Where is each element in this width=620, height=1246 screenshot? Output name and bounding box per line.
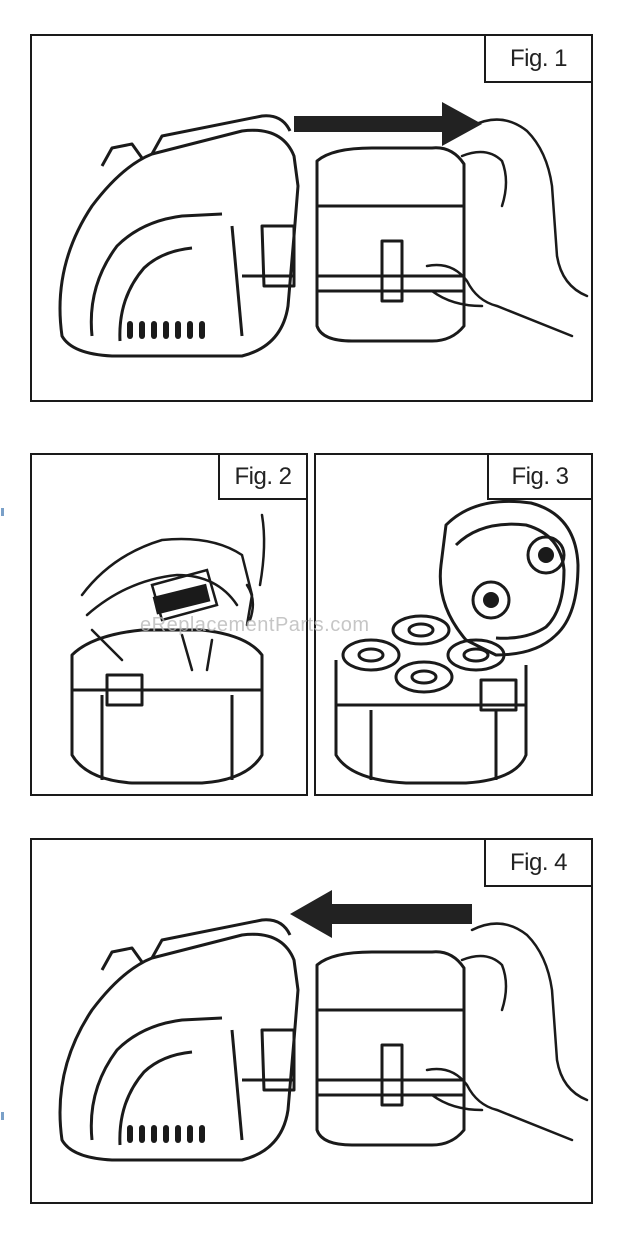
- figure-4-label: Fig. 4: [484, 840, 591, 887]
- figure-1-label: Fig. 1: [484, 36, 591, 83]
- arrow-right-icon: [294, 102, 482, 146]
- arrow-left-icon: [290, 890, 472, 938]
- figure-2-label: Fig. 2: [218, 455, 306, 500]
- edge-mark: [1, 1112, 4, 1120]
- battery-insertion-illustration: [58, 890, 589, 1162]
- battery-removal-illustration: [58, 102, 589, 358]
- watermark-text: eReplacementParts.com: [140, 614, 370, 636]
- figure-3-label: Fig. 3: [487, 455, 591, 500]
- figure-2-panel: Fig. 2: [30, 453, 308, 796]
- battery-cells-illustration: [334, 499, 580, 785]
- figure-3-panel: Fig. 3: [314, 453, 593, 796]
- figure-1-panel: Fig. 1: [30, 34, 593, 402]
- battery-open-illustration: [70, 513, 266, 785]
- edge-mark: [1, 508, 4, 516]
- figure-4-panel: Fig. 4: [30, 838, 593, 1204]
